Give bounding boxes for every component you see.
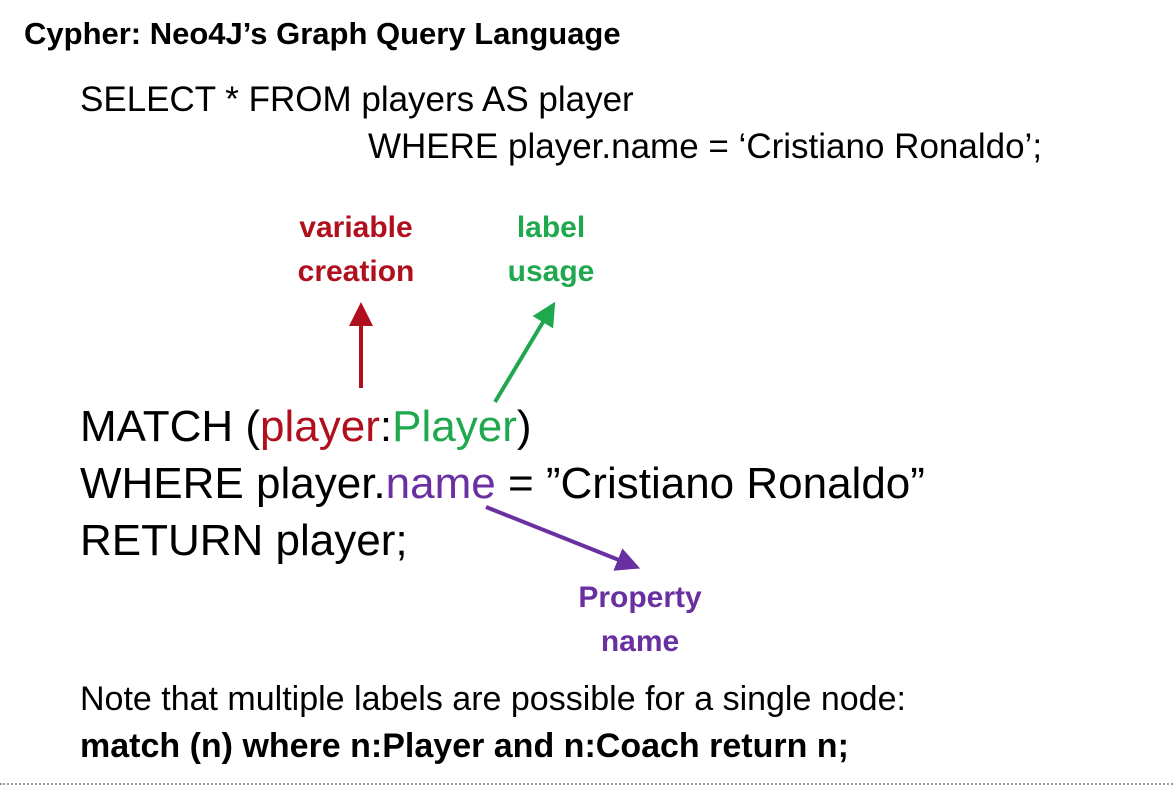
property-arrow (485, 505, 641, 571)
callout-text: variable (299, 211, 413, 244)
label-usage-callout: label usage (495, 206, 607, 294)
note-text: Note that multiple labels are possible f… (80, 680, 906, 718)
match-keyword: MATCH ( (80, 402, 261, 451)
callout-text: usage (507, 255, 595, 288)
property-token: name (385, 459, 496, 508)
callout-text: Property (578, 581, 702, 614)
cypher-match-line: MATCH (player:Player) (80, 402, 532, 452)
property-name-callout: Property name (560, 576, 720, 664)
note-example-query: match (n) where n:Player and n:Coach ret… (80, 727, 849, 765)
colon-token: : (379, 402, 393, 451)
callout-text: name (600, 625, 680, 658)
variable-creation-callout: variable creation (283, 206, 429, 294)
where-value: = ”Cristiano Ronaldo” (495, 459, 925, 508)
label-token: Player (392, 402, 517, 451)
close-paren: ) (516, 402, 532, 451)
sql-query-line-2: WHERE player.name = ‘Cristiano Ronaldo’; (368, 127, 1043, 166)
variable-token: player (260, 402, 380, 451)
sql-query-line-1: SELECT * FROM players AS player (80, 80, 634, 119)
cypher-return-line: RETURN player; (80, 516, 408, 565)
where-keyword: WHERE player. (80, 459, 386, 508)
slide-title: Cypher: Neo4J’s Graph Query Language (24, 16, 621, 51)
callout-text: creation (297, 255, 415, 288)
label-arrow (493, 301, 556, 404)
cypher-where-line: WHERE player.name = ”Cristiano Ronaldo” (80, 459, 925, 509)
bottom-divider (0, 783, 1173, 785)
callout-text: label (516, 211, 586, 244)
